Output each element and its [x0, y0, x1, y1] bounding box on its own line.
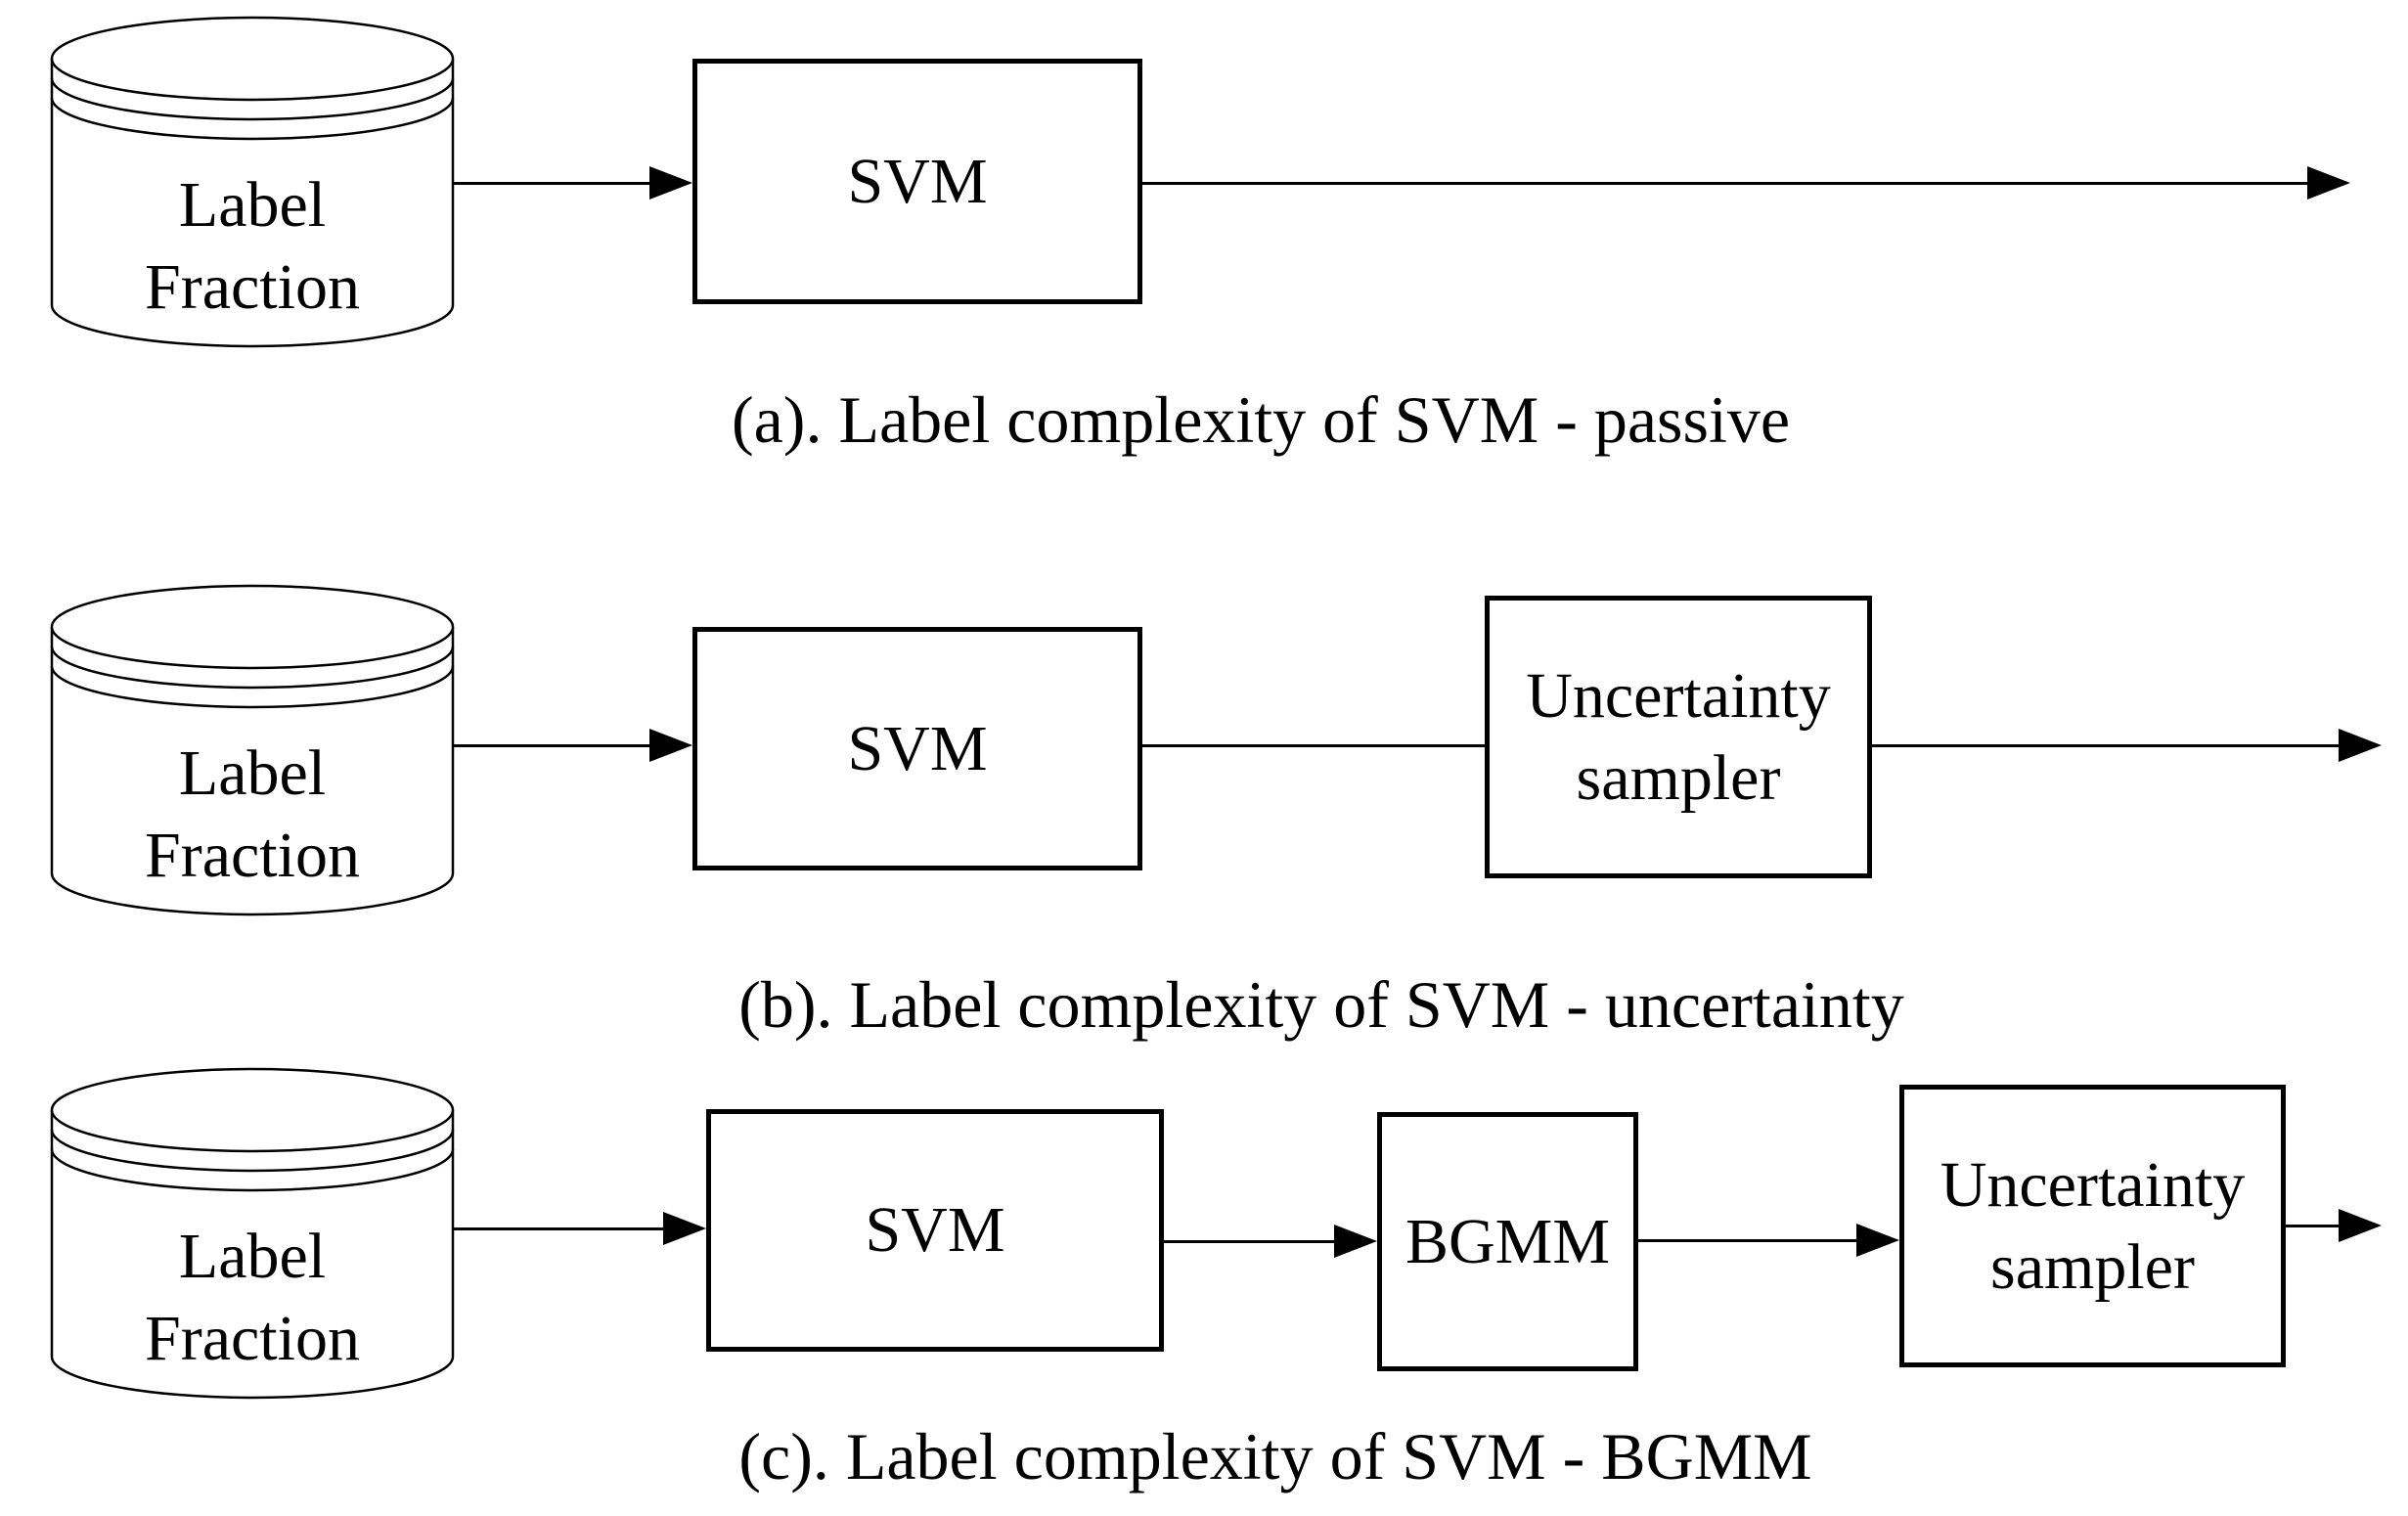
uncertainty-sampler-line1: Uncertainty: [1526, 659, 1831, 732]
bgmm-node-label: BGMM: [1405, 1205, 1611, 1277]
uncertainty-sampler-node: Uncertainty sampler: [1899, 1085, 2286, 1367]
arrowhead-icon: [649, 166, 692, 200]
caption-c: (c). Label complexity of SVM - BGMM: [738, 1419, 1812, 1494]
caption-a: (a). Label complexity of SVM - passive: [731, 382, 1791, 457]
connector-line: [1872, 744, 2340, 747]
svm-node: SVM: [692, 627, 1142, 870]
label-fraction-source: Label Fraction: [51, 1216, 454, 1380]
connector-line: [1164, 1240, 1338, 1243]
arrowhead-icon: [1856, 1224, 1899, 1257]
arrowhead-icon: [2339, 729, 2382, 762]
uncertainty-sampler-node: Uncertainty sampler: [1485, 596, 1872, 878]
source-label-line1: Label: [178, 169, 327, 241]
connector-line: [454, 1227, 665, 1230]
database-cylinder-icon: [50, 16, 455, 348]
svm-node: SVM: [706, 1109, 1164, 1352]
arrowhead-icon: [663, 1212, 706, 1245]
arrowhead-icon: [1334, 1225, 1377, 1258]
arrowhead-icon: [2307, 166, 2350, 200]
arrowhead-icon: [649, 729, 692, 762]
arrowhead-icon: [2339, 1209, 2382, 1242]
label-fraction-source: Label Fraction: [51, 733, 454, 897]
svm-node: SVM: [692, 59, 1142, 304]
source-label-line1: Label: [178, 737, 327, 809]
source-label-line2: Fraction: [145, 820, 360, 891]
svm-node-label: SVM: [847, 712, 988, 784]
label-fraction-source: Label Fraction: [51, 164, 454, 329]
svm-node-label: SVM: [847, 145, 988, 217]
database-cylinder-icon: [50, 584, 455, 916]
caption-b: (b). Label complexity of SVM - uncertain…: [738, 967, 1904, 1042]
uncertainty-sampler-line2: sampler: [1990, 1230, 2195, 1303]
source-label-line2: Fraction: [145, 1303, 360, 1374]
source-label-line2: Fraction: [145, 251, 360, 323]
connector-line: [454, 182, 653, 185]
svm-node-label: SVM: [865, 1194, 1005, 1266]
uncertainty-sampler-line1: Uncertainty: [1940, 1148, 2246, 1221]
connector-line: [1142, 744, 1485, 747]
connector-line: [454, 744, 653, 747]
bgmm-node: BGMM: [1377, 1112, 1638, 1371]
uncertainty-sampler-line2: sampler: [1576, 741, 1781, 814]
connector-line: [1142, 182, 2308, 185]
source-label-line1: Label: [178, 1221, 327, 1292]
database-cylinder-icon: [50, 1067, 455, 1400]
connector-line: [2286, 1225, 2341, 1227]
connector-line: [1638, 1239, 1860, 1242]
